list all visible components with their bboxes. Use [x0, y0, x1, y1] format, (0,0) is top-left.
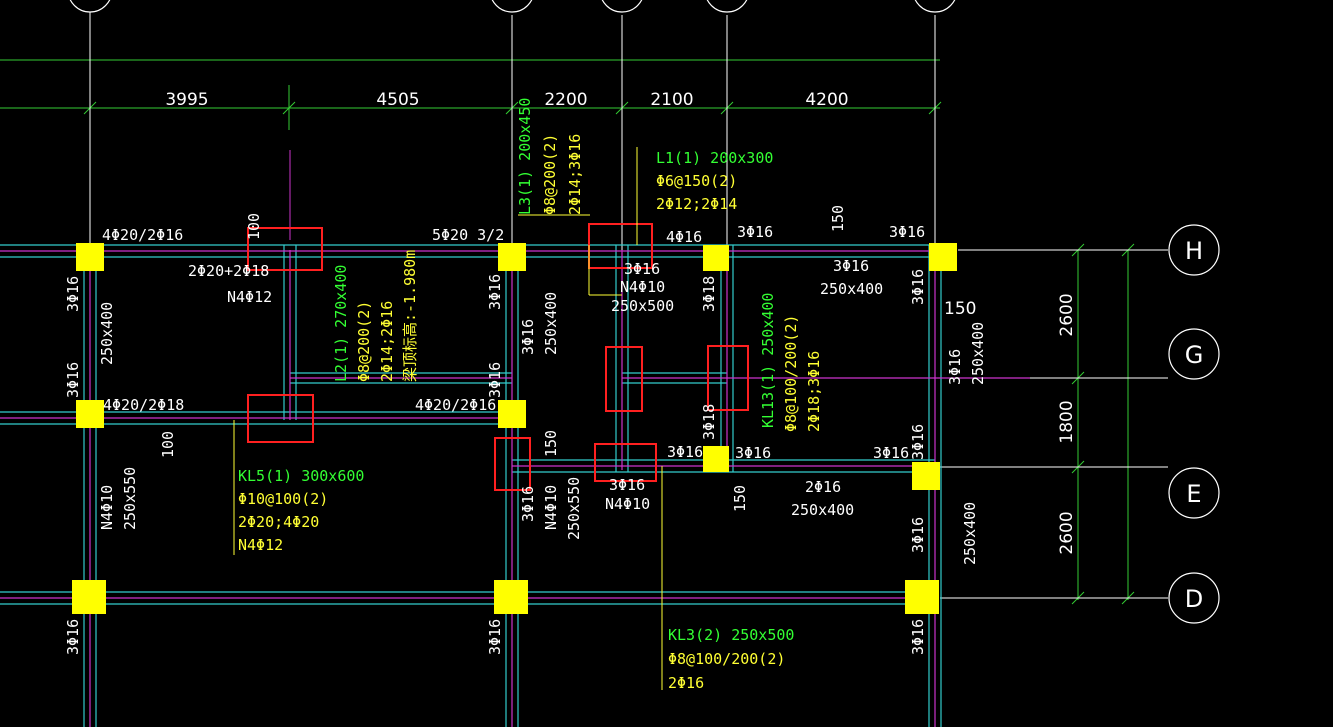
v-c4c: 250x400 [969, 322, 987, 385]
rebar-top-b: 5Φ20 3/2 [432, 226, 504, 244]
v-dim150c: 150 [731, 485, 749, 512]
axis-letters: H G E D [1185, 237, 1204, 613]
rebar-top-h: 3Φ16 [667, 443, 703, 461]
v-c2h: 3Φ16 [486, 619, 504, 655]
beam-label-l1: L1(1) 200x300 Φ6@150(2) 2Φ12;2Φ14 [656, 149, 773, 213]
l1-rebar: 2Φ12;2Φ14 [656, 195, 737, 213]
v-dim100b: 100 [159, 431, 177, 458]
rebar-top-g: 4Φ20/2Φ16 [415, 396, 496, 414]
l3-stirrup: Φ8@200(2) [541, 134, 559, 215]
v-c4: 3Φ16 [909, 269, 927, 305]
l2-title: L2(1) 270x400 [332, 265, 350, 382]
beam-label-l2: L2(1) 270x400 Φ8@200(2) 2Φ14;2Φ16 梁顶标高:-… [332, 250, 419, 382]
rebar-bottom-e: 250x500 [611, 297, 674, 315]
v-c1e: 250x550 [121, 467, 139, 530]
rebar-bottom-i: N4Φ10 [605, 495, 650, 513]
axis-label-h: H [1185, 237, 1203, 265]
kl3-title: KL3(2) 250x500 [668, 626, 794, 644]
kl5-title: KL5(1) 300x600 [238, 467, 364, 485]
v-c4b: 3Φ16 [946, 349, 964, 385]
beam-label-kl3: KL3(2) 250x500 Φ8@100/200(2) 2Φ16 [668, 626, 794, 692]
rebar-bottom-f: 3Φ16 [833, 257, 869, 275]
dim-2200: 2200 [544, 90, 587, 110]
v-c2d: 3Φ16 [486, 362, 504, 398]
l2-rebar: 2Φ14;2Φ16 [378, 301, 396, 382]
v-c2f: N4Φ10 [542, 485, 560, 530]
kl13-title: KL13(1) 250x400 [759, 293, 777, 428]
rebar-top-a: 4Φ20/2Φ16 [102, 226, 183, 244]
axis-bubbles [69, 0, 1220, 624]
v-c1f: 3Φ16 [64, 619, 82, 655]
dim-1800: 1800 [1057, 400, 1077, 443]
v-c4e: 3Φ16 [909, 517, 927, 553]
rebar-top-f: 4Φ20/2Φ18 [103, 396, 184, 414]
v-c1: 3Φ16 [64, 276, 82, 312]
rebar-bottom-h: 3Φ16 [609, 476, 645, 494]
kl3-stirrup: Φ8@100/200(2) [668, 650, 785, 668]
v-c2e: 3Φ16 [519, 486, 537, 522]
v-c3: 3Φ18 [700, 276, 718, 312]
columns [72, 243, 957, 614]
beam-label-l3: L3(1) 200x450 Φ8@200(2) 2Φ14;3Φ16 [516, 98, 584, 215]
kl5-rebar: 2Φ20;4Φ20 [238, 513, 319, 531]
axis-lines [89, 0, 1168, 599]
kl13-stirrup: Φ8@100/200(2) [782, 315, 800, 432]
rebar-top-j: 3Φ16 [873, 444, 909, 462]
l2-elevation: 梁顶标高:-1.980m [401, 250, 419, 382]
v-c1c: 3Φ16 [64, 362, 82, 398]
rebar-bottom-j: 2Φ16 [805, 478, 841, 496]
l2-stirrup: Φ8@200(2) [355, 301, 373, 382]
v-c4d: 3Φ16 [909, 424, 927, 460]
rebar-notes: 4Φ20/2Φ16 5Φ20 3/2 4Φ16 3Φ16 3Φ16 4Φ20/2… [102, 223, 925, 519]
rebar-top-d: 3Φ16 [737, 223, 773, 241]
rebar-bottom-b: N4Φ12 [227, 288, 272, 306]
v-c3b: 3Φ18 [700, 404, 718, 440]
v-c1d: N4Φ10 [98, 485, 116, 530]
dim-3995: 3995 [165, 90, 208, 110]
kl5-side: N4Φ12 [238, 536, 283, 554]
dim-4200: 4200 [805, 90, 848, 110]
axis-label-e: E [1186, 480, 1201, 508]
rebar-bottom-a: 2Φ20+2Φ18 [188, 262, 269, 280]
v-c2c: 250x400 [542, 292, 560, 355]
l1-stirrup: Φ6@150(2) [656, 172, 737, 190]
beam-label-kl5: KL5(1) 300x600 Φ10@100(2) 2Φ20;4Φ20 N4Φ1… [238, 467, 364, 554]
dim-4505: 4505 [376, 90, 419, 110]
rebar-bottom-c: 3Φ16 [624, 260, 660, 278]
v-dim150a: 150 [829, 205, 847, 232]
kl5-stirrup: Φ10@100(2) [238, 490, 328, 508]
kl13-rebar: 2Φ18;3Φ16 [805, 351, 823, 432]
v-dim150b: 150 [542, 430, 560, 457]
dimension-text: 3995 4505 2200 2100 4200 2600 1800 2600 [165, 90, 1077, 555]
v-c2b: 3Φ16 [519, 319, 537, 355]
axis-label-d: D [1185, 585, 1203, 613]
l1-title: L1(1) 200x300 [656, 149, 773, 167]
dim-2600-bottom: 2600 [1057, 511, 1077, 554]
rebar-top-c: 4Φ16 [666, 228, 702, 246]
v-c2: 3Φ16 [486, 274, 504, 310]
rebar-top-e: 3Φ16 [889, 223, 925, 241]
v-c4f: 250x400 [961, 502, 979, 565]
v-dim100a: 100 [245, 213, 263, 240]
dim150d: 150 [944, 299, 976, 319]
axis-label-g: G [1185, 341, 1204, 369]
leader-lines [233, 147, 663, 690]
dim-2600-top: 2600 [1057, 293, 1077, 336]
dim-2100: 2100 [650, 90, 693, 110]
rebar-bottom-g: 250x400 [820, 280, 883, 298]
v-c4g: 3Φ16 [909, 619, 927, 655]
l3-title: L3(1) 200x450 [516, 98, 534, 215]
v-c1b: 250x400 [98, 302, 116, 365]
l3-rebar: 2Φ14;3Φ16 [566, 134, 584, 215]
beam-label-kl13: KL13(1) 250x400 Φ8@100/200(2) 2Φ18;3Φ16 [759, 293, 823, 432]
kl3-rebar: 2Φ16 [668, 674, 704, 692]
v-c2g: 250x550 [565, 477, 583, 540]
rebar-bottom-d: N4Φ10 [620, 278, 665, 296]
vertical-notes: 3Φ16 250x400 3Φ16 N4Φ10 250x550 3Φ16 3Φ1… [64, 205, 987, 655]
rebar-top-i: 3Φ16 [735, 444, 771, 462]
rebar-bottom-k: 250x400 [791, 501, 854, 519]
